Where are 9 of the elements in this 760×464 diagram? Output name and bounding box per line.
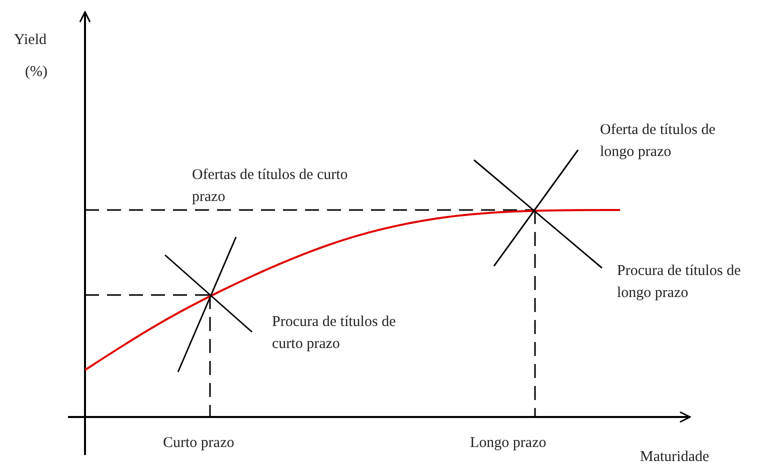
- curve-annotation: Oferta de títulos de longo prazo: [600, 121, 716, 162]
- axis-title: Yield: [14, 31, 46, 50]
- curve-annotation: Procura de títulos de curto prazo: [272, 313, 397, 354]
- axis-tick-label: Longo prazo: [470, 434, 546, 453]
- axis-title: Maturidade: [640, 448, 710, 464]
- curve-annotation: Ofertas de títulos de curto prazo: [192, 166, 349, 207]
- curve-annotation: Procura de títulos de longo prazo: [617, 262, 742, 303]
- axis-tick-label: Curto prazo: [163, 434, 234, 453]
- axis-unit: (%): [25, 63, 48, 82]
